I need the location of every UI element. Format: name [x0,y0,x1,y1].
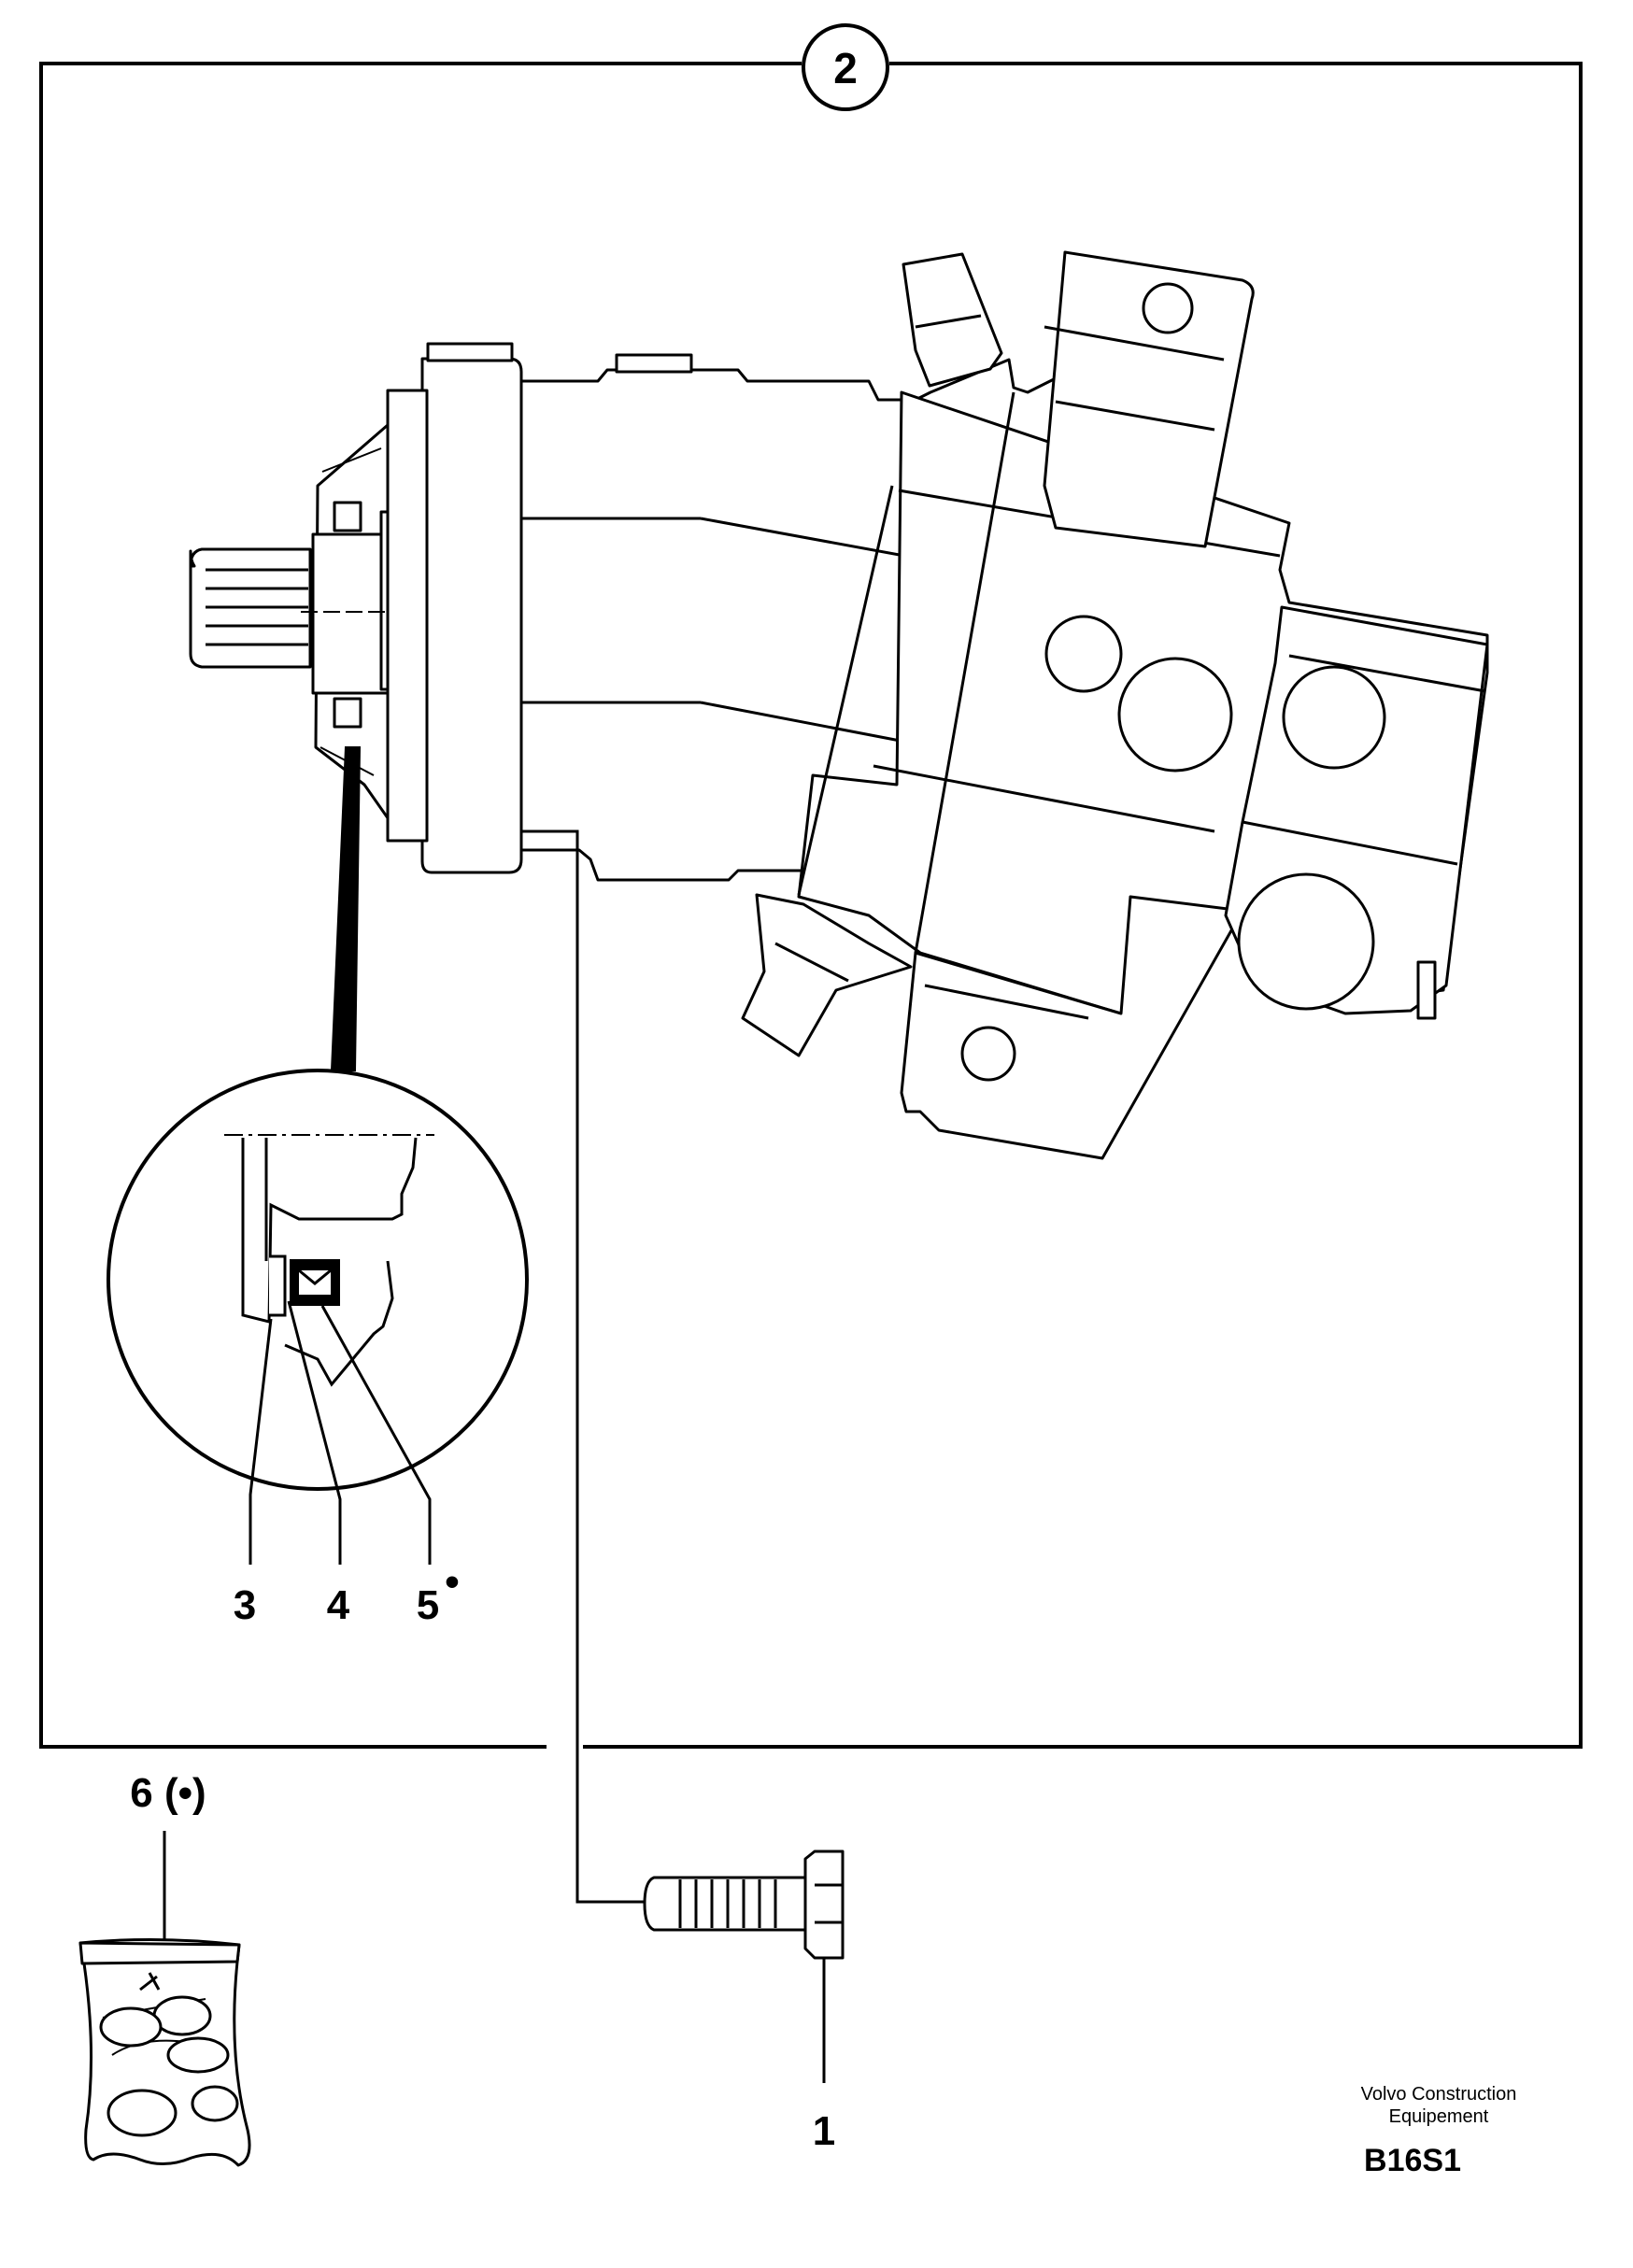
top-ear-bolt-hole [1142,282,1194,334]
detail-pointer [330,746,362,1071]
bolt-leader [521,829,646,1904]
port-d [1237,872,1375,1011]
callout-1: 1 [813,2108,835,2154]
callout-6: 6 (•) [130,1770,206,1816]
group-frame [39,62,1583,1749]
port-a [1044,615,1123,693]
splined-shaft [189,547,312,669]
callout-3: 3 [234,1582,256,1628]
hydraulic-motor [189,250,1489,1160]
port-c [1282,665,1386,770]
detail-leader-lines [248,1300,432,1565]
leader-5 [320,1305,432,1565]
hex-bolt [643,1850,845,1960]
footer-company-line2: Equipement [1389,2106,1489,2127]
mounting-flange [420,357,523,874]
callout-4: 4 [327,1582,350,1628]
group-number-badge: 2 [802,23,889,111]
port-b [1117,657,1233,773]
bottom-ear-bolt-hole [960,1026,1016,1082]
group-number-label: 2 [833,44,858,92]
leader-3 [248,1318,273,1565]
footer-company: Volvo Construction [1361,2084,1517,2105]
seal-kit-bag [78,1937,251,2167]
figure-code: B16S1 [1364,2143,1461,2178]
callout-5: 5 [417,1582,439,1628]
callout-5-marker: • [445,1559,459,1605]
bottom-mounting-ear [900,895,1244,1160]
top-mounting-ear [1043,250,1255,548]
seal-ring-detail [290,1259,340,1306]
bottom-boss [741,893,913,1057]
seal-detail-magnifier [106,1069,529,1491]
leader-4 [287,1300,342,1565]
